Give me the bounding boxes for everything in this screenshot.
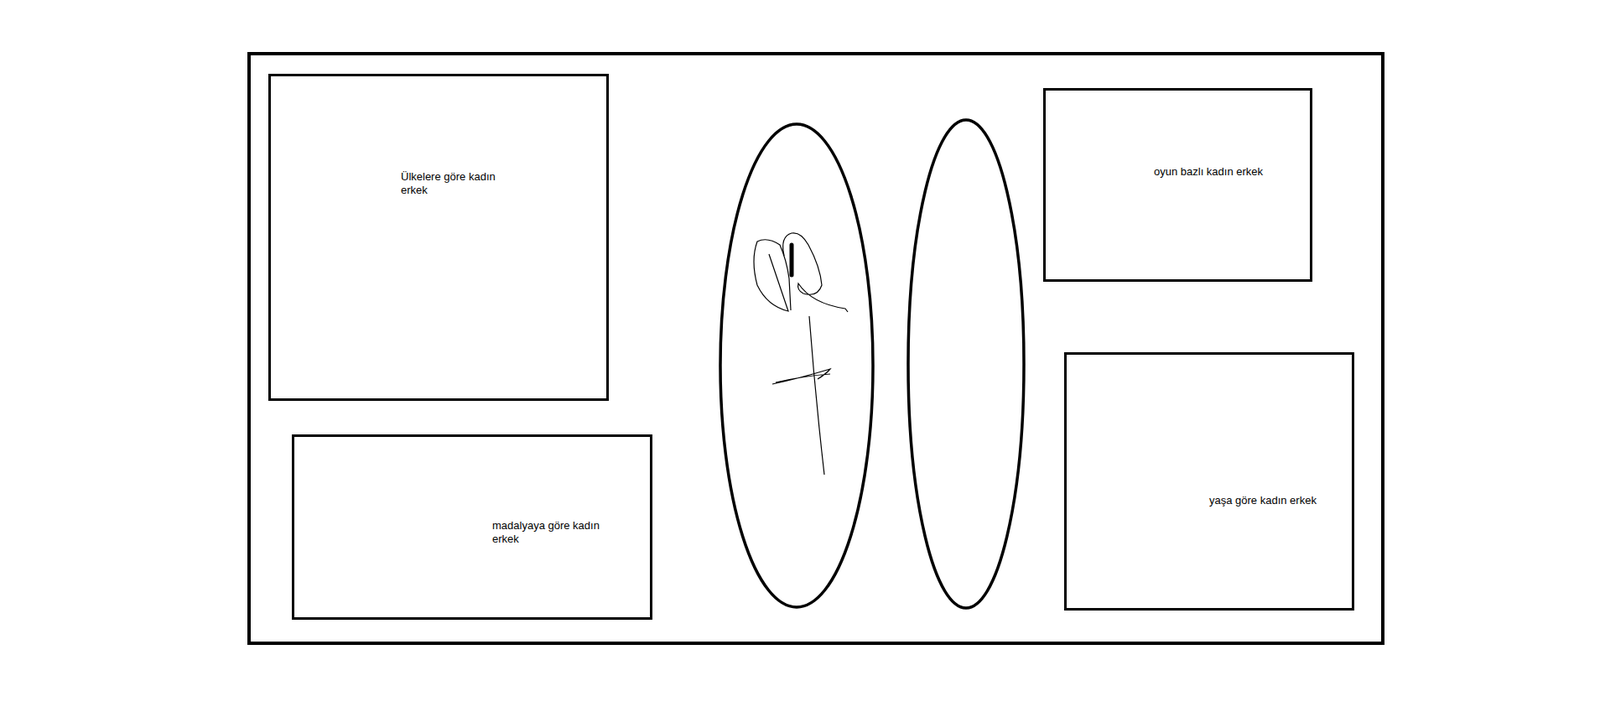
sketch-drawing [753,233,848,475]
outer-frame [249,53,1383,644]
chart-panel: Ülkelere göre kadın erkek [268,73,609,401]
panel-label: Ülkelere göre kadın erkek [400,170,519,198]
chart-panel: oyun bazlı kadın erkek [1043,88,1313,282]
panel-label: madalyaya göre kadın erkek [492,519,610,546]
panel-label: oyun bazlı kadın erkek [1153,165,1263,179]
chart-panel: madalyaya göre kadın erkek [291,434,653,620]
chart-panel: yaşa göre kadın erkek [1064,352,1355,611]
sketch-mark [789,244,795,276]
ellipse-shape [908,119,1024,608]
panel-label: yaşa göre kadın erkek [1209,493,1317,508]
ellipse-shape [720,124,873,608]
